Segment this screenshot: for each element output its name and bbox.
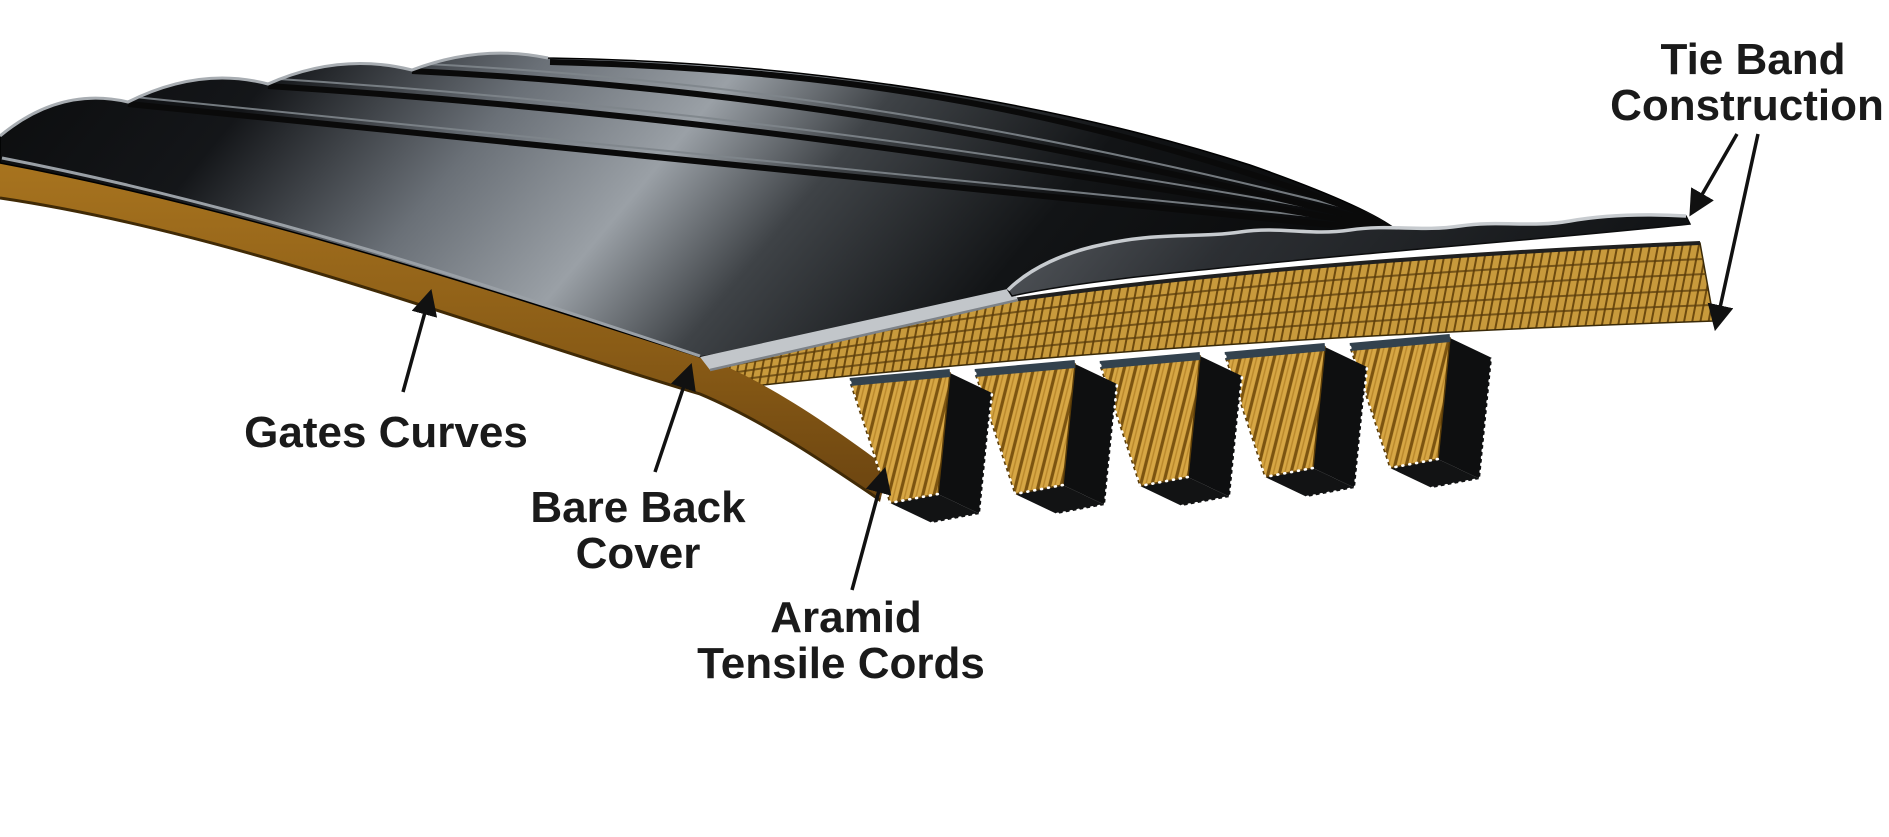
underside-band-bottom-edge bbox=[0, 196, 881, 502]
aramid-cut-face bbox=[1348, 337, 1451, 469]
belt-bottom-wall bbox=[1140, 477, 1230, 506]
label-gates-curves: Gates Curves bbox=[244, 408, 528, 457]
belt-side-wall bbox=[1313, 347, 1367, 488]
cord-row-line bbox=[703, 273, 1707, 371]
belt-top-band bbox=[974, 360, 1076, 377]
rib-highlight-line bbox=[123, 95, 1391, 225]
rib-groove-lines bbox=[123, 59, 1400, 234]
belt-side-wall bbox=[1188, 356, 1242, 497]
rib-groove-line bbox=[549, 59, 1400, 229]
cord-row-line bbox=[704, 289, 1709, 378]
aramid-cut-face bbox=[1098, 355, 1201, 487]
belt-side-wall bbox=[1063, 364, 1117, 505]
belt-top-band bbox=[1224, 343, 1326, 360]
belt-top-band bbox=[849, 369, 951, 386]
stitch-line bbox=[848, 380, 994, 525]
rib-groove-line bbox=[267, 83, 1395, 232]
v-belt-section-5 bbox=[1348, 334, 1494, 490]
aramid-cut-face bbox=[973, 363, 1076, 495]
underside-band-face bbox=[0, 161, 888, 502]
aramid-arrow bbox=[850, 466, 892, 591]
bare-back-arrow bbox=[653, 363, 696, 473]
tie-band-arrow-1 bbox=[1689, 133, 1739, 217]
label-tie-band-line1: Tie Band bbox=[1660, 35, 1845, 84]
belt-bottom-wall bbox=[1390, 459, 1480, 488]
label-aramid-line1: Aramid bbox=[770, 593, 922, 642]
bare-back-lip-strip bbox=[700, 288, 1018, 370]
v-belt-section-3 bbox=[1098, 352, 1244, 508]
belt-top-band bbox=[1349, 334, 1451, 351]
belt-bottom-wall bbox=[1265, 468, 1355, 497]
belt-top-band bbox=[1099, 352, 1201, 369]
tie-band-flap-rim bbox=[1006, 213, 1687, 292]
bare-back-lip-edge bbox=[709, 298, 1019, 372]
rib-highlight-line bbox=[263, 77, 1393, 223]
label-bare-back-line1: Bare Back bbox=[530, 483, 746, 532]
underside-band bbox=[0, 161, 888, 502]
callout-arrows bbox=[401, 133, 1760, 591]
gates-curves-arrow bbox=[401, 288, 438, 393]
cord-row-line bbox=[706, 304, 1712, 385]
label-bare-back-line2: Cover bbox=[576, 529, 701, 578]
v-belt-section-1 bbox=[848, 369, 994, 525]
tie-band-arrow-2 bbox=[1707, 133, 1760, 332]
label-aramid-line2: Tensile Cords bbox=[697, 639, 985, 688]
v-belt-section-4 bbox=[1223, 343, 1369, 499]
belt-bottom-wall bbox=[1015, 485, 1105, 514]
tie-band-flap bbox=[1006, 213, 1692, 297]
front-edge-highlight bbox=[1, 156, 701, 358]
rib-highlight-line bbox=[407, 62, 1395, 221]
rib-groove-line bbox=[411, 68, 1397, 230]
bare-back-lip bbox=[700, 288, 1019, 372]
callout-labels: Tie Band Construction Gates Curves Bare … bbox=[244, 35, 1884, 688]
belt-side-wall bbox=[1438, 338, 1492, 479]
rib-groove-line bbox=[127, 101, 1393, 234]
belt-bottom-wall bbox=[890, 494, 980, 523]
label-tie-band-line2: Construction bbox=[1610, 81, 1884, 130]
belt-side-wall bbox=[938, 373, 992, 514]
aramid-cut-face bbox=[1223, 346, 1326, 478]
v-belt-section-2 bbox=[973, 360, 1119, 516]
scallop-rim-highlight bbox=[0, 51, 549, 138]
